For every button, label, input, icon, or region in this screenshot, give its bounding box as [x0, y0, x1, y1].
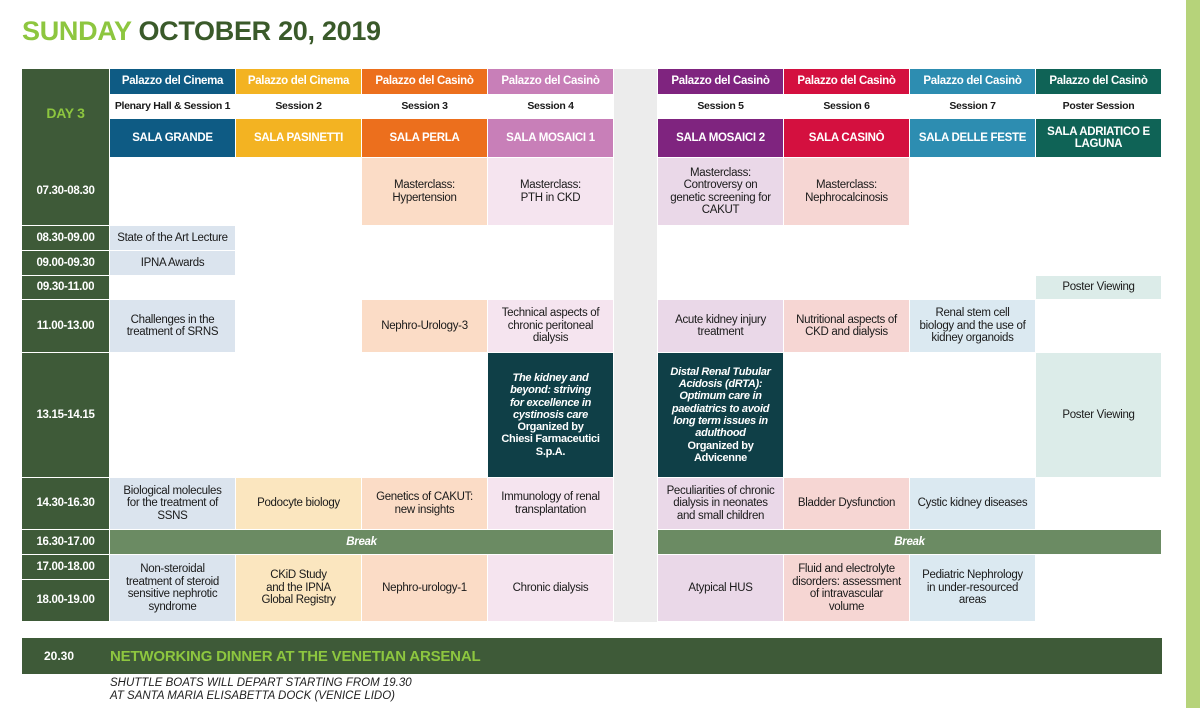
session-nutritional: Nutritional aspects of CKD and dialysis [784, 300, 909, 352]
time-slot: 17.00-18.00 [22, 555, 109, 579]
shuttle-note: SHUTTLE BOATS WILL DEPART STARTING FROM … [110, 677, 412, 703]
time-slot: 14.30-16.30 [22, 478, 109, 529]
session-label: Poster Session [1036, 95, 1161, 118]
break-right: Break [658, 530, 1161, 554]
session-masterclass-cakut: Masterclass: Controversy on genetic scre… [658, 158, 783, 225]
title-day: SUNDAY [22, 16, 132, 46]
sala-name: SALA PASINETTI [236, 119, 361, 157]
session-label: Session 7 [910, 95, 1035, 118]
session-aki: Acute kidney injury treatment [658, 300, 783, 352]
session-peritoneal-dialysis: Technical aspects of chronic peritoneal … [488, 300, 613, 352]
venue-header: Palazzo del Casinò [1036, 69, 1161, 94]
venue-header: Palazzo del Cinema [110, 69, 235, 94]
networking-title: NETWORKING DINNER AT THE VENETIAN ARSENA… [110, 647, 481, 665]
break-left: Break [110, 530, 613, 554]
session-biological-molecules: Biological molecules for the treatment o… [110, 478, 235, 529]
session-state-of-art: State of the Art Lecture [110, 226, 235, 250]
time-slot: 18.00-19.00 [22, 580, 109, 621]
session-masterclass-nephrocalcinosis: Masterclass: Nephrocalcinosis [784, 158, 909, 225]
session-neonatal-dialysis: Peculiarities of chronic dialysis in neo… [658, 478, 783, 529]
venue-header: Palazzo del Casinò [910, 69, 1035, 94]
session-chronic-dialysis: Chronic dialysis [488, 555, 613, 621]
session-pediatric-nephrology: Pediatric Nephrology in under-resourced … [910, 555, 1035, 621]
sponsored-organizer: Organized by Advicenne [687, 439, 754, 464]
session-bladder-dysfunction: Bladder Dysfunction [784, 478, 909, 529]
venue-header: Palazzo del Casinò [658, 69, 783, 94]
time-slot: 07.30-08.30 [22, 158, 109, 225]
time-slot: 16.30-17.00 [22, 530, 109, 554]
shuttle-line-1: SHUTTLE BOATS WILL DEPART STARTING FROM … [110, 677, 412, 689]
networking-time: 20.30 [44, 649, 75, 663]
venue-header: Palazzo del Casinò [488, 69, 613, 94]
page-title: SUNDAY OCTOBER 20, 2019 [22, 16, 381, 47]
sala-name: SALA DELLE FESTE [910, 119, 1035, 157]
session-label: Session 2 [236, 95, 361, 118]
sala-name: SALA MOSAICI 1 [488, 119, 613, 157]
venue-header: Palazzo del Casinò [784, 69, 909, 94]
session-label: Session 6 [784, 95, 909, 118]
venue-header: Palazzo del Cinema [236, 69, 361, 94]
sponsored-organizer: Organized by Chiesi Farmaceutici S.p.A. [501, 421, 600, 458]
session-masterclass-pth: Masterclass: PTH in CKD [488, 158, 613, 225]
session-ckid-study: CKiD Study and the IPNA Global Registry [236, 555, 361, 621]
session-label: Session 4 [488, 95, 613, 118]
session-cystinosis-sponsored: The kidney and beyond: striving for exce… [488, 353, 613, 477]
session-non-steroidal: Non-steroidal treatment of steroid sensi… [110, 555, 235, 621]
time-slot: 11.00-13.00 [22, 300, 109, 352]
day-label: DAY 3 [22, 69, 109, 158]
session-ipna-awards: IPNA Awards [110, 251, 235, 275]
session-drta-sponsored: Distal Renal Tubular Acidosis (dRTA): Op… [658, 353, 783, 477]
session-nephro-urology-1: Nephro-urology-1 [362, 555, 487, 621]
time-slot: 09.00-09.30 [22, 251, 109, 275]
sala-name: SALA CASINÒ [784, 119, 909, 157]
time-slot: 13.15-14.15 [22, 353, 109, 477]
session-label: Session 5 [658, 95, 783, 118]
session-poster-viewing: Poster Viewing [1036, 353, 1161, 477]
sponsored-title: Distal Renal Tubular Acidosis (dRTA): Op… [670, 365, 771, 440]
session-masterclass-hypertension: Masterclass: Hypertension [362, 158, 487, 225]
session-fluid-electrolyte: Fluid and electrolyte disorders: assessm… [784, 555, 909, 621]
session-atypical-hus: Atypical HUS [658, 555, 783, 621]
session-cystic-kidney: Cystic kidney diseases [910, 478, 1035, 529]
sponsored-title: The kidney and beyond: striving for exce… [509, 371, 592, 421]
session-srns: Challenges in the treatment of SRNS [110, 300, 235, 352]
title-date: OCTOBER 20, 2019 [138, 16, 381, 46]
right-edge-bar [1186, 0, 1200, 708]
shuttle-line-2: AT SANTA MARIA ELISABETTA DOCK (VENICE L… [110, 690, 395, 702]
column-gap [614, 69, 657, 622]
session-immunology: Immunology of renal transplantation [488, 478, 613, 529]
session-podocyte-biology: Podocyte biology [236, 478, 361, 529]
session-poster-viewing: Poster Viewing [1036, 276, 1161, 299]
session-stem-cell: Renal stem cell biology and the use of k… [910, 300, 1035, 352]
sala-name: SALA GRANDE [110, 119, 235, 157]
networking-bar [22, 638, 1162, 674]
venue-header: Palazzo del Casinò [362, 69, 487, 94]
time-slot: 09.30-11.00 [22, 276, 109, 299]
session-nephro-urology-3: Nephro-Urology-3 [362, 300, 487, 352]
sala-name: SALA ADRIATICO E LAGUNA [1036, 119, 1161, 157]
session-label: Plenary Hall & Session 1 [110, 95, 235, 118]
session-cakut-genetics: Genetics of CAKUT: new insights [362, 478, 487, 529]
sala-name: SALA MOSAICI 2 [658, 119, 783, 157]
session-label: Session 3 [362, 95, 487, 118]
time-slot: 08.30-09.00 [22, 226, 109, 250]
sala-name: SALA PERLA [362, 119, 487, 157]
